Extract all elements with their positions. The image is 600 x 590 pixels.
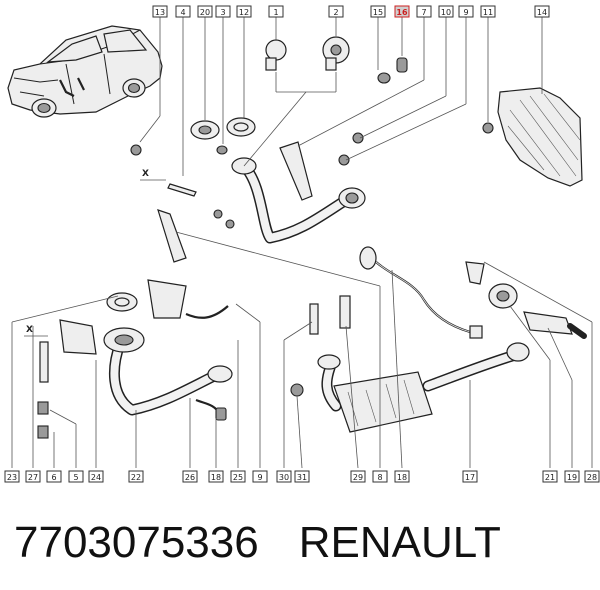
- part-label-18: 18: [394, 470, 410, 483]
- catalytic-converter-part: [290, 295, 530, 433]
- part-label-20: 20: [197, 5, 213, 18]
- part-label-28: 28: [584, 470, 600, 483]
- lower-front-pipe-part: [37, 279, 233, 439]
- svg-text:1: 1: [273, 8, 278, 17]
- part-label-29: 29: [350, 470, 366, 483]
- svg-text:X: X: [26, 325, 33, 335]
- part-label-11: 11: [480, 5, 496, 18]
- svg-text:9: 9: [463, 8, 468, 17]
- car-illustration: [7, 25, 163, 118]
- svg-text:22: 22: [131, 473, 141, 482]
- svg-text:14: 14: [537, 8, 547, 17]
- svg-text:24: 24: [91, 473, 101, 482]
- svg-text:5: 5: [73, 473, 78, 482]
- svg-text:2: 2: [333, 8, 338, 17]
- part-label-2: 2: [328, 5, 344, 18]
- svg-text:17: 17: [465, 473, 475, 482]
- part-label-24: 24: [88, 470, 104, 483]
- svg-text:16: 16: [396, 8, 408, 17]
- part-label-9-lower: 9: [252, 470, 268, 483]
- part-label-3: 3: [215, 5, 231, 18]
- svg-text:28: 28: [587, 473, 597, 482]
- part-label-25: 25: [230, 470, 246, 483]
- leader-lines: [11, 16, 593, 469]
- svg-text:23: 23: [7, 473, 17, 482]
- svg-text:4: 4: [180, 8, 185, 17]
- svg-text:25: 25: [233, 473, 243, 482]
- part-label-17: 17: [462, 470, 478, 483]
- brand-name: RENAULT: [298, 518, 501, 567]
- svg-text:29: 29: [353, 473, 363, 482]
- svg-text:7: 7: [421, 8, 426, 17]
- part-label-12: 12: [236, 5, 252, 18]
- svg-text:11: 11: [483, 8, 493, 17]
- svg-text:27: 27: [28, 473, 38, 482]
- svg-text:18: 18: [211, 473, 221, 482]
- exhaust-system-diagram: X X 13 4 20 3 12 1 2 15 16 7 10 9 11 14 …: [4, 5, 600, 483]
- part-label-9: 9: [458, 5, 474, 18]
- caption: 7703075336 RENAULT: [14, 510, 594, 576]
- rear-mount-part: [465, 261, 587, 339]
- part-label-8: 8: [372, 470, 388, 483]
- svg-text:18: 18: [397, 473, 407, 482]
- part-label-18-left: 18: [208, 470, 224, 483]
- studs-and-nuts: [265, 36, 408, 166]
- sensor-wire-part: [359, 246, 483, 339]
- part-label-13: 13: [152, 5, 168, 18]
- svg-text:19: 19: [567, 473, 577, 482]
- part-label-19: 19: [564, 470, 580, 483]
- svg-text:30: 30: [279, 473, 289, 482]
- heat-shield-part: [482, 87, 583, 187]
- part-label-22: 22: [128, 470, 144, 483]
- part-label-4: 4: [175, 5, 191, 18]
- svg-text:26: 26: [185, 473, 195, 482]
- svg-text:9: 9: [257, 473, 262, 482]
- svg-text:10: 10: [441, 8, 451, 17]
- svg-text:12: 12: [239, 8, 249, 17]
- axis-marker-top: X: [140, 169, 166, 181]
- part-label-7: 7: [416, 5, 432, 18]
- part-number: 7703075336: [14, 518, 259, 567]
- part-label-30: 30: [276, 470, 292, 483]
- part-label-15: 15: [370, 5, 386, 18]
- front-pipe-part: [157, 141, 366, 263]
- axis-marker-bottom: X: [24, 325, 48, 337]
- part-label-14: 14: [534, 5, 550, 18]
- svg-text:X: X: [142, 169, 149, 179]
- svg-text:21: 21: [545, 473, 555, 482]
- svg-text:31: 31: [297, 473, 307, 482]
- part-label-10: 10: [438, 5, 454, 18]
- part-label-31: 31: [294, 470, 310, 483]
- part-label-23: 23: [4, 470, 20, 483]
- svg-text:3: 3: [220, 8, 225, 17]
- part-label-16: 16: [394, 5, 410, 18]
- part-label-6: 6: [46, 470, 62, 483]
- part-label-27: 27: [25, 470, 41, 483]
- svg-text:6: 6: [51, 473, 56, 482]
- svg-text:15: 15: [373, 8, 383, 17]
- part-label-1: 1: [268, 5, 284, 18]
- svg-text:8: 8: [377, 473, 382, 482]
- part-label-26: 26: [182, 470, 198, 483]
- svg-text:13: 13: [155, 8, 165, 17]
- part-label-21: 21: [542, 470, 558, 483]
- gaskets-top: [130, 117, 256, 229]
- part-label-5: 5: [68, 470, 84, 483]
- svg-text:20: 20: [200, 8, 210, 17]
